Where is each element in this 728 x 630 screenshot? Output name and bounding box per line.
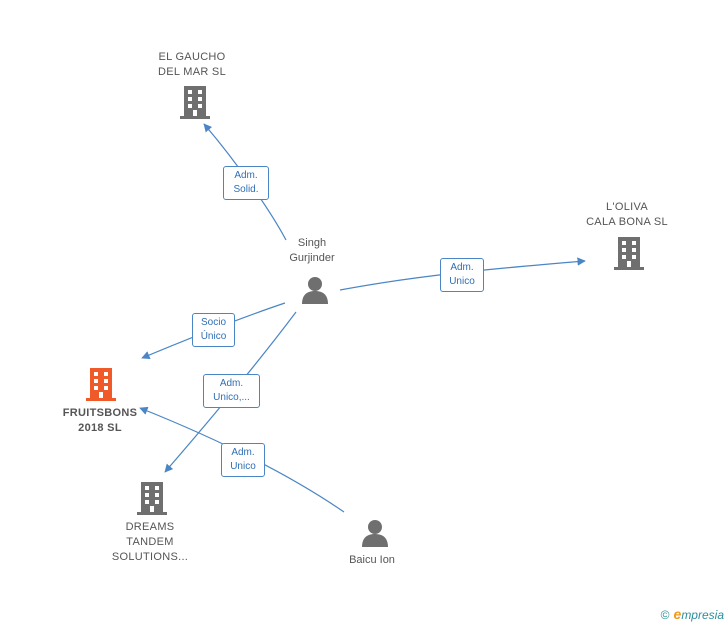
edge-label-line: Adm.	[231, 447, 255, 458]
building-icon[interactable]	[614, 237, 644, 270]
edge-label-line: Unico	[449, 276, 475, 287]
edge-label-singh-elgaucho[interactable]: Adm. Solid.	[223, 166, 269, 200]
node-label-fruitsbons[interactable]: FRUITSBONS 2018 SL	[44, 406, 156, 436]
node-label-line: TANDEM	[126, 536, 174, 548]
node-label-line: DEL MAR SL	[157, 66, 226, 78]
building-icon[interactable]	[137, 482, 167, 515]
node-label-line: Baicu Ion	[349, 554, 395, 566]
node-label-loliva[interactable]: L'OLIVA CALA BONA SL	[572, 200, 682, 230]
node-label-line: FRUITSBONS	[62, 407, 138, 419]
building-icon[interactable]	[86, 368, 116, 401]
edge-label-line: Socio	[200, 317, 226, 328]
person-icon[interactable]	[302, 277, 328, 304]
edge-label-singh-loliva[interactable]: Adm. Unico	[440, 258, 484, 292]
node-label-line: EL GAUCHO	[158, 51, 226, 63]
node-label-el-gaucho[interactable]: EL GAUCHO DEL MAR SL	[140, 50, 244, 80]
node-label-singh[interactable]: Singh Gurjinder	[272, 236, 352, 266]
node-label-line: CALA BONA SL	[586, 216, 668, 228]
node-label-line: DREAMS	[125, 521, 175, 533]
edge-label-line: Unico	[230, 461, 256, 472]
node-label-line: Singh	[297, 237, 327, 249]
edge-label-line: Unico,...	[213, 392, 250, 403]
edge-label-line: Adm.	[234, 170, 258, 181]
node-label-line: Gurjinder	[289, 252, 335, 264]
node-label-line: SOLUTIONS...	[111, 551, 189, 563]
node-label-dreams[interactable]: DREAMS TANDEM SOLUTIONS...	[100, 520, 200, 565]
copyright-icon: ©	[660, 608, 670, 622]
brand-name: mpresia	[681, 608, 724, 622]
edge-label-singh-dreams[interactable]: Adm. Unico,...	[203, 374, 260, 408]
edge-label-line: Adm.	[450, 262, 474, 273]
node-label-baicu[interactable]: Baicu Ion	[332, 553, 412, 568]
empresia-watermark: ©empresia	[661, 606, 724, 622]
edge-label-singh-fruitsbons[interactable]: Socio Único	[192, 313, 235, 347]
building-icon[interactable]	[180, 86, 210, 119]
node-label-line: 2018 SL	[78, 422, 122, 434]
brand-initial: e	[673, 606, 682, 622]
person-icon[interactable]	[362, 520, 388, 547]
node-label-line: L'OLIVA	[606, 201, 648, 213]
edge-label-baicu-fruitsbons[interactable]: Adm. Unico	[221, 443, 265, 477]
edge-label-line: Solid.	[233, 184, 259, 195]
edge-label-line: Único	[200, 331, 227, 342]
edge-label-line: Adm.	[219, 378, 244, 389]
